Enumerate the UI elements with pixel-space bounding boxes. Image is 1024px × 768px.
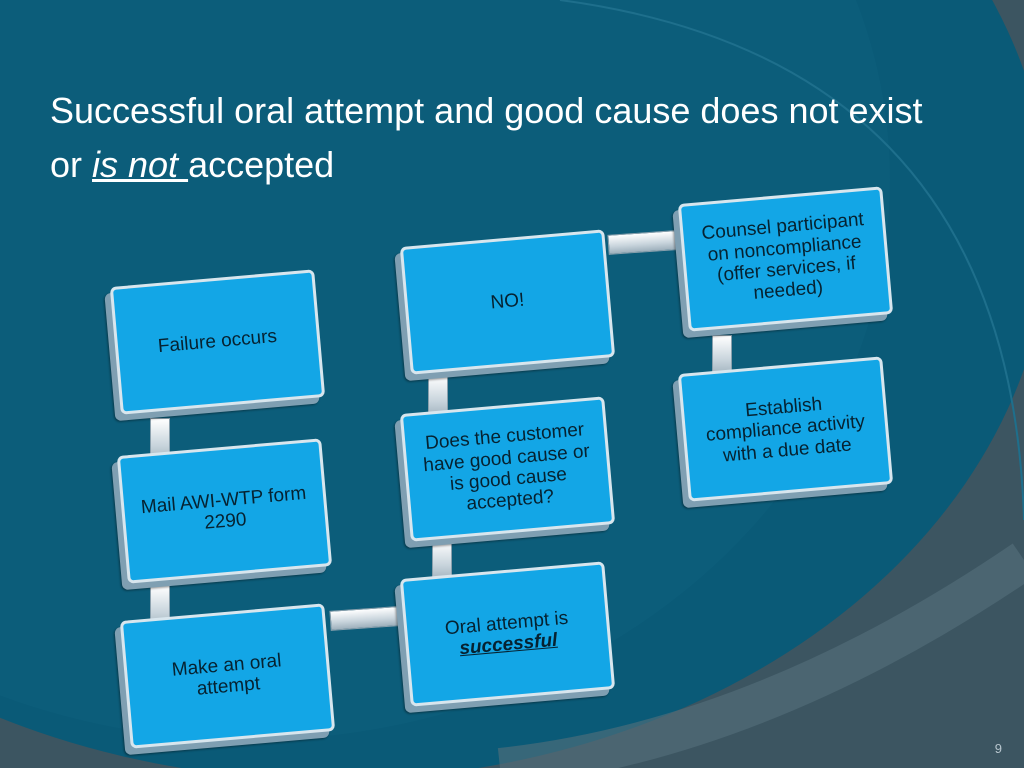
box-failure-occurs-label: Failure occurs: [157, 326, 278, 358]
box-no: NO!: [399, 229, 616, 375]
box-no-label: NO!: [489, 289, 526, 314]
box-counsel-participant-label: Counsel participant on noncompliance (of…: [700, 209, 865, 305]
slide-title: Successful oral attempt and good cause d…: [50, 84, 950, 192]
box-good-cause-question-label: Does the customer have good cause or is …: [422, 419, 591, 515]
box-counsel-participant: Counsel participant on noncompliance (of…: [677, 186, 894, 332]
page-number: 9: [994, 741, 1002, 756]
box-make-oral-attempt-label: Make an oral attempt: [170, 650, 283, 700]
title-emphasis: is not: [92, 144, 189, 185]
box-good-cause-question: Does the customer have good cause or is …: [399, 396, 616, 542]
box-make-oral-attempt: Make an oral attempt: [119, 603, 336, 749]
box-oral-attempt-successful: Oral attempt is successful: [399, 561, 616, 707]
box-mail-form-label: Mail AWI-WTP form 2290: [140, 482, 308, 534]
box-failure-occurs: Failure occurs: [109, 269, 326, 415]
box-establish-compliance: Establish compliance activity with a due…: [677, 356, 894, 502]
box-mail-form: Mail AWI-WTP form 2290: [116, 438, 333, 584]
title-part1: Successful oral attempt and good cause d…: [50, 90, 923, 185]
title-part2: accepted: [188, 144, 335, 185]
box-oral-attempt-successful-label: Oral attempt is successful: [444, 607, 571, 660]
box-establish-compliance-label: Establish compliance activity with a due…: [705, 393, 866, 467]
